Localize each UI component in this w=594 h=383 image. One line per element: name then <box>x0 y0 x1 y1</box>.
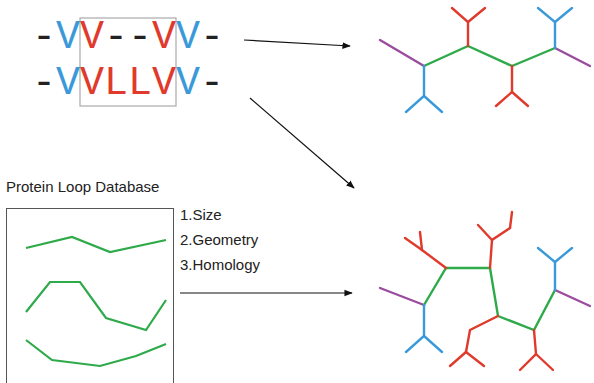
criterion-label: 1.Size <box>180 206 222 223</box>
sequence-residue: VLLV <box>80 62 176 106</box>
sequence-residue: - <box>32 62 56 106</box>
molecule-top <box>380 8 590 112</box>
database-frame <box>6 208 174 383</box>
loop-set <box>26 237 166 366</box>
criterion-label: 3.Homology <box>180 256 260 273</box>
sequence-residue: V <box>176 62 200 106</box>
database-box: Protein Loop Database <box>6 178 174 383</box>
arrow <box>250 98 354 188</box>
arrow <box>180 292 352 293</box>
arrow <box>244 40 350 46</box>
sequence-residue: -- <box>104 16 152 60</box>
sequence-residue: - <box>32 16 56 60</box>
sequence-row: -VVLLVV- <box>32 62 224 106</box>
criterion-label: 2.Geometry <box>180 231 258 248</box>
sequence-residue: V <box>56 16 80 60</box>
sequence-residue: V <box>152 16 176 60</box>
database-title: Protein Loop Database <box>6 178 174 195</box>
sequence-residue: - <box>200 62 224 106</box>
sequence-row: -VV--VV- <box>32 16 224 60</box>
molecule-bottom <box>380 212 590 370</box>
sequence-residue: V <box>56 62 80 106</box>
sequence-residue: V <box>80 16 104 60</box>
sequence-residue: - <box>200 16 224 60</box>
sequence-residue: V <box>176 16 200 60</box>
